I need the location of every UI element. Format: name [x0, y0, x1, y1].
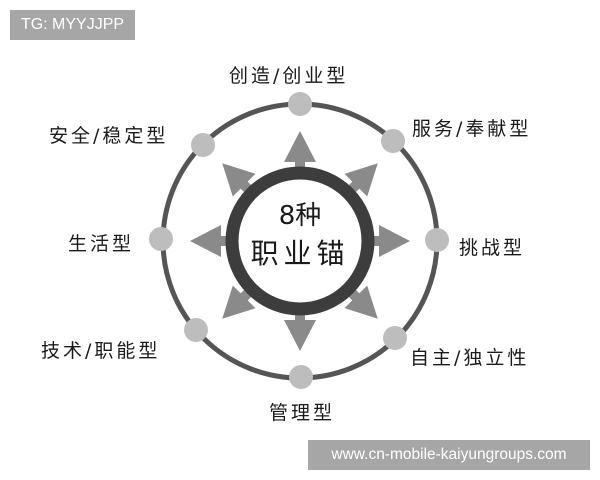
node-bottom-left	[184, 318, 208, 342]
label-technical: 技术/职能型	[41, 340, 161, 362]
label-management: 管理型	[269, 402, 336, 424]
label-lifestyle: 生活型	[68, 233, 135, 255]
node-left	[149, 227, 173, 251]
anchor-nodes	[149, 92, 449, 389]
center-title-line2: 职业锚	[250, 237, 350, 270]
inner-ring	[225, 166, 375, 316]
center-title-line1: 8种	[278, 201, 322, 231]
label-challenge: 挑战型	[459, 237, 526, 259]
node-right	[425, 228, 449, 252]
watermark-top-badge: TG: MYYJJPP	[10, 10, 135, 40]
node-top-left	[191, 133, 215, 157]
label-security: 安全/稳定型	[49, 125, 169, 147]
node-top	[288, 92, 312, 116]
node-top-right	[381, 129, 405, 153]
label-service: 服务/奉献型	[412, 118, 532, 140]
node-bottom-right	[383, 326, 407, 350]
watermark-bottom-badge: www.cn-mobile-kaiyungroups.com	[308, 440, 590, 470]
node-bottom	[289, 365, 313, 389]
label-autonomy: 自主/独立性	[410, 347, 530, 369]
label-entrepreneurial: 创造/创业型	[229, 65, 349, 87]
